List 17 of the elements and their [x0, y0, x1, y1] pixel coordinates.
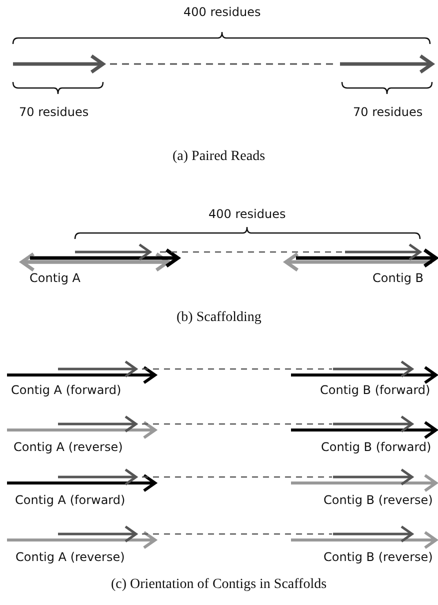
contig-label: Contig A — [30, 271, 81, 285]
panel-caption: (c) Orientation of Contigs in Scaffolds — [111, 577, 327, 593]
contig-label: Contig B (forward) — [320, 383, 430, 397]
contig-label: Contig B (reverse) — [324, 550, 433, 564]
contig-label: Contig A (forward) — [11, 383, 122, 397]
panel-caption: (a) Paired Reads — [172, 149, 266, 165]
contig-label: Contig A (reverse) — [14, 440, 123, 454]
length-label: 400 residues — [184, 5, 261, 19]
length-label: 400 residues — [208, 207, 286, 221]
contig-label: Contig B (forward) — [321, 440, 432, 454]
length-label: 70 residues — [353, 105, 423, 119]
contig-label: Contig B — [372, 271, 424, 285]
panel-caption: (b) Scaffolding — [176, 310, 262, 326]
contig-label: Contig A (reverse) — [16, 550, 125, 564]
contig-label: Contig B (reverse) — [324, 493, 433, 507]
contig-label: Contig A (forward) — [15, 493, 126, 507]
length-label: 70 residues — [19, 105, 89, 119]
